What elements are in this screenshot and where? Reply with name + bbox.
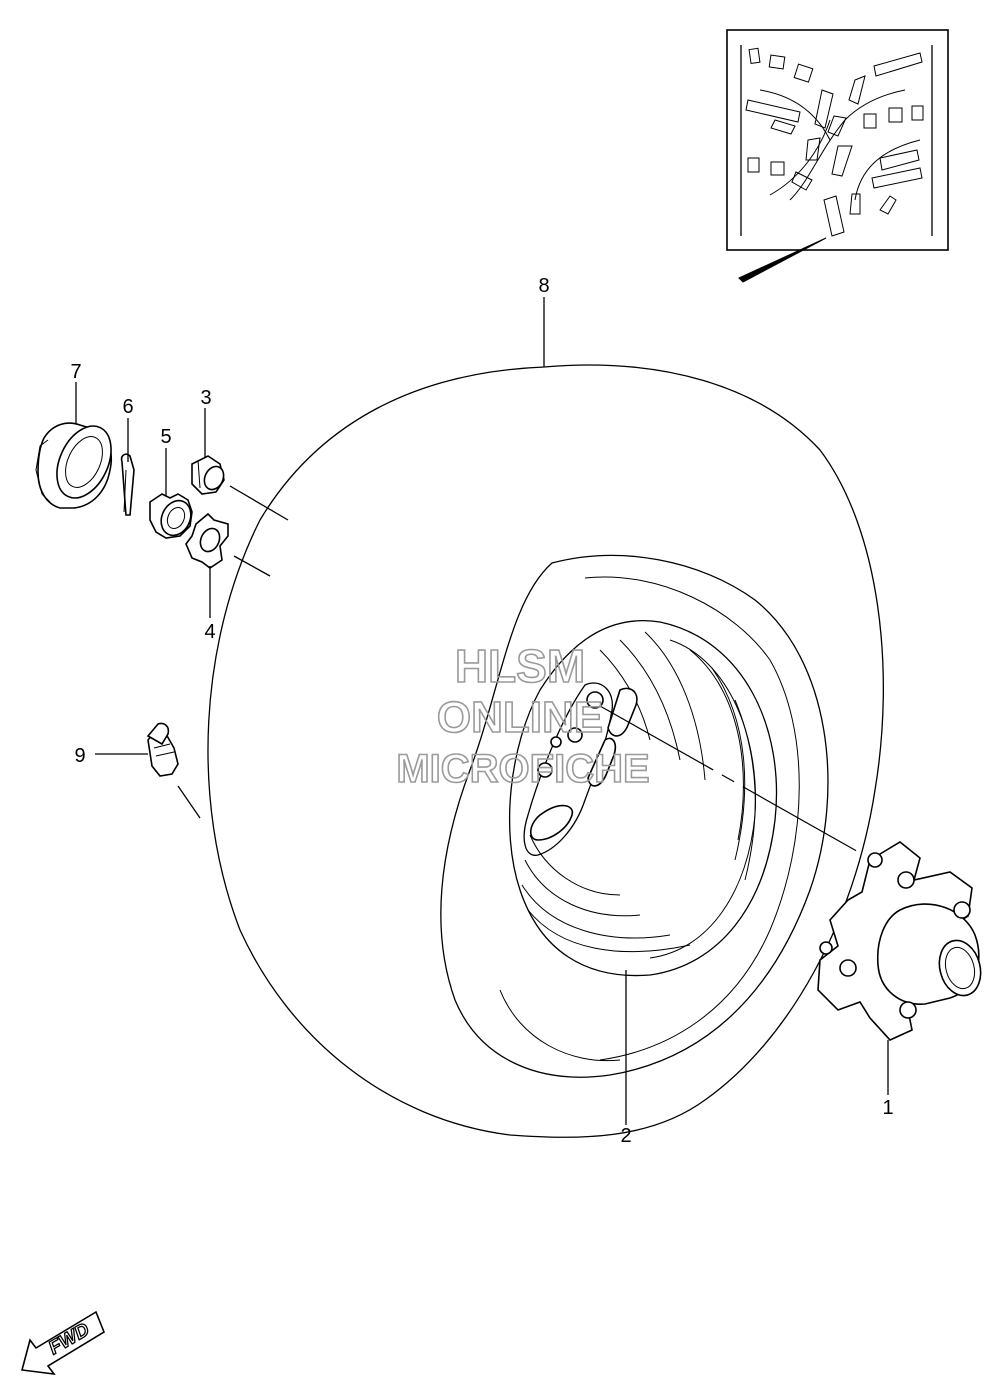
watermark-line-2: ONLINE bbox=[437, 693, 603, 742]
watermark-line-1: HLSM bbox=[455, 640, 585, 692]
callout-5: 5 bbox=[160, 426, 171, 448]
callout-7: 7 bbox=[70, 361, 81, 383]
inset-pointer bbox=[738, 237, 827, 283]
callout-3: 3 bbox=[200, 387, 211, 409]
callout-6: 6 bbox=[122, 396, 133, 418]
watermark-line-3: MICROFICHE bbox=[396, 747, 649, 791]
fwd-direction-marker: FWD bbox=[20, 1310, 105, 1376]
callout-labels: 1 2 3 4 5 6 7 8 9 bbox=[70, 275, 893, 1147]
castle-nut bbox=[149, 493, 193, 539]
leader-lines bbox=[75, 297, 889, 1125]
callout-4: 4 bbox=[204, 621, 215, 643]
lug-nut bbox=[191, 455, 225, 495]
wheel-rim bbox=[508, 620, 778, 977]
callout-8: 8 bbox=[538, 275, 549, 297]
tire bbox=[207, 364, 884, 1138]
wheel-hub bbox=[817, 841, 982, 1041]
cotter-pin bbox=[120, 453, 135, 516]
hub-cap bbox=[35, 422, 112, 509]
tread-pattern-inset bbox=[726, 29, 949, 251]
callout-2: 2 bbox=[620, 1125, 631, 1147]
lock-washer bbox=[185, 512, 229, 569]
callout-9: 9 bbox=[74, 745, 85, 767]
axle-centerline bbox=[599, 705, 863, 855]
callout-1: 1 bbox=[882, 1097, 893, 1119]
watermark: HLSM ONLINE MICROFICHE bbox=[396, 639, 651, 792]
valve-stem bbox=[146, 722, 179, 777]
